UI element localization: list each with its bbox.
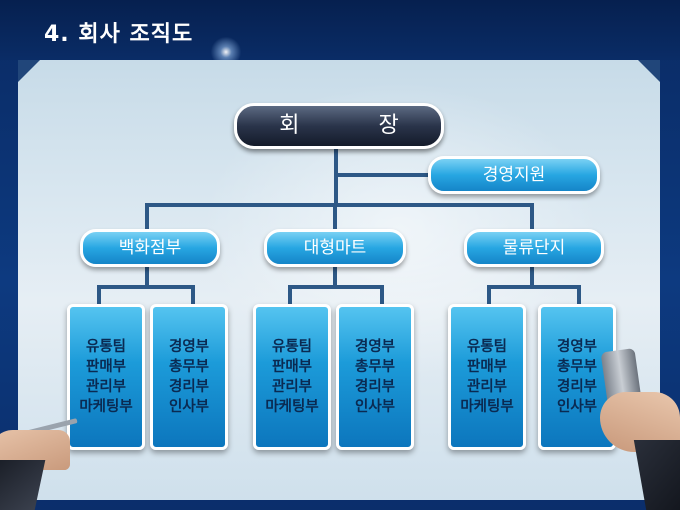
connector-support [336, 173, 436, 177]
team-name: 경리부 [168, 379, 210, 395]
team-name: 마케팅부 [79, 399, 133, 415]
team-card: 경영부 총무부 경리부 인사부 [538, 304, 616, 450]
title-bar [0, 0, 680, 60]
team-card: 경영부 총무부 경리부 인사부 [336, 304, 414, 450]
team-name: 경영부 [168, 339, 210, 355]
team-name: 경리부 [556, 379, 598, 395]
panel-corner-fold-right [638, 60, 660, 82]
team-name: 총무부 [354, 359, 396, 375]
connector-div2-left [288, 285, 292, 305]
connector-div2-right [380, 285, 384, 305]
connector-div2-bar [288, 285, 384, 289]
team-name: 판매부 [85, 359, 127, 375]
team-name: 관리부 [466, 379, 508, 395]
page-title: 4. 회사 조직도 [44, 22, 194, 47]
connector-division-bar [145, 203, 534, 207]
connector-division-3 [530, 203, 534, 233]
node-division-department-store: 백화점부 [80, 229, 220, 267]
team-card: 유통팀 판매부 관리부 마케팅부 [448, 304, 526, 450]
connector-division-1 [145, 203, 149, 233]
team-name: 마케팅부 [460, 399, 514, 415]
node-division-hypermarket: 대형마트 [264, 229, 406, 267]
team-card: 경영부 총무부 경리부 인사부 [150, 304, 228, 450]
team-name: 유통팀 [466, 339, 508, 355]
panel-corner-fold-left [18, 60, 40, 82]
team-name: 총무부 [168, 359, 210, 375]
team-card: 유통팀 판매부 관리부 마케팅부 [253, 304, 331, 450]
connector-div1-bar [97, 285, 195, 289]
node-ceo: 회 장 [234, 103, 444, 149]
connector-div3-right [577, 285, 581, 305]
team-name: 인사부 [556, 399, 598, 415]
team-name: 경영부 [354, 339, 396, 355]
team-card: 유통팀 판매부 관리부 마케팅부 [67, 304, 145, 450]
connector-div2-stem [333, 263, 337, 287]
team-name: 경리부 [354, 379, 396, 395]
node-support: 경영지원 [428, 156, 600, 194]
connector-div1-left [97, 285, 101, 305]
connector-division-2 [333, 203, 337, 233]
team-name: 경영부 [556, 339, 598, 355]
team-name: 인사부 [168, 399, 210, 415]
team-name: 관리부 [271, 379, 313, 395]
connector-div3-bar [487, 285, 581, 289]
team-name: 판매부 [466, 359, 508, 375]
connector-div3-stem [530, 263, 534, 287]
node-division-logistics: 물류단지 [464, 229, 604, 267]
team-name: 유통팀 [271, 339, 313, 355]
connector-div1-right [191, 285, 195, 305]
team-name: 관리부 [85, 379, 127, 395]
team-name: 판매부 [271, 359, 313, 375]
team-name: 마케팅부 [265, 399, 319, 415]
connector-div3-left [487, 285, 491, 305]
team-name: 인사부 [354, 399, 396, 415]
team-name: 총무부 [556, 359, 598, 375]
connector-div1-stem [145, 263, 149, 287]
left-sleeve-decoration [0, 460, 46, 510]
team-name: 유통팀 [85, 339, 127, 355]
